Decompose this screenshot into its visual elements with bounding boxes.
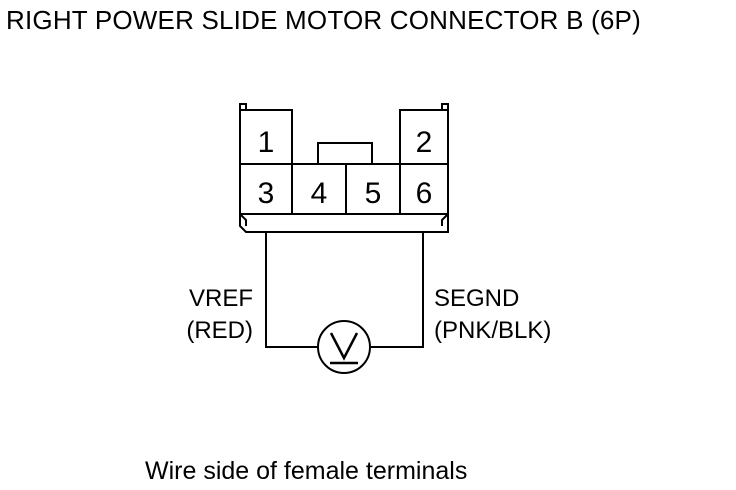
terminal-label-1: 1: [258, 126, 275, 159]
terminal-label-6: 6: [416, 177, 433, 210]
terminal-2-cell: [399, 109, 448, 164]
diagram-title: RIGHT POWER SLIDE MOTOR CONNECTOR B (6P): [6, 5, 641, 35]
wire-right-name: SEGND: [434, 285, 519, 312]
diagram-caption: Wire side of female terminals: [145, 457, 468, 485]
connector-outline: [239, 103, 449, 233]
voltmeter-v-symbol: [329, 332, 359, 361]
terminal-1-cell: [239, 109, 293, 164]
voltmeter-icon: [317, 320, 371, 374]
terminal-label-4: 4: [311, 177, 328, 210]
wire-right-color: (PNK/BLK): [434, 317, 551, 344]
wire-left-name: VREF: [189, 285, 253, 312]
lock-tab: [317, 142, 373, 164]
terminal-label-5: 5: [365, 177, 382, 210]
terminal-label-2: 2: [416, 126, 433, 159]
wire-segnd: [371, 232, 424, 348]
wire-vref: [265, 232, 318, 348]
wire-left-color: (RED): [186, 317, 253, 344]
terminal-label-3: 3: [258, 177, 275, 210]
